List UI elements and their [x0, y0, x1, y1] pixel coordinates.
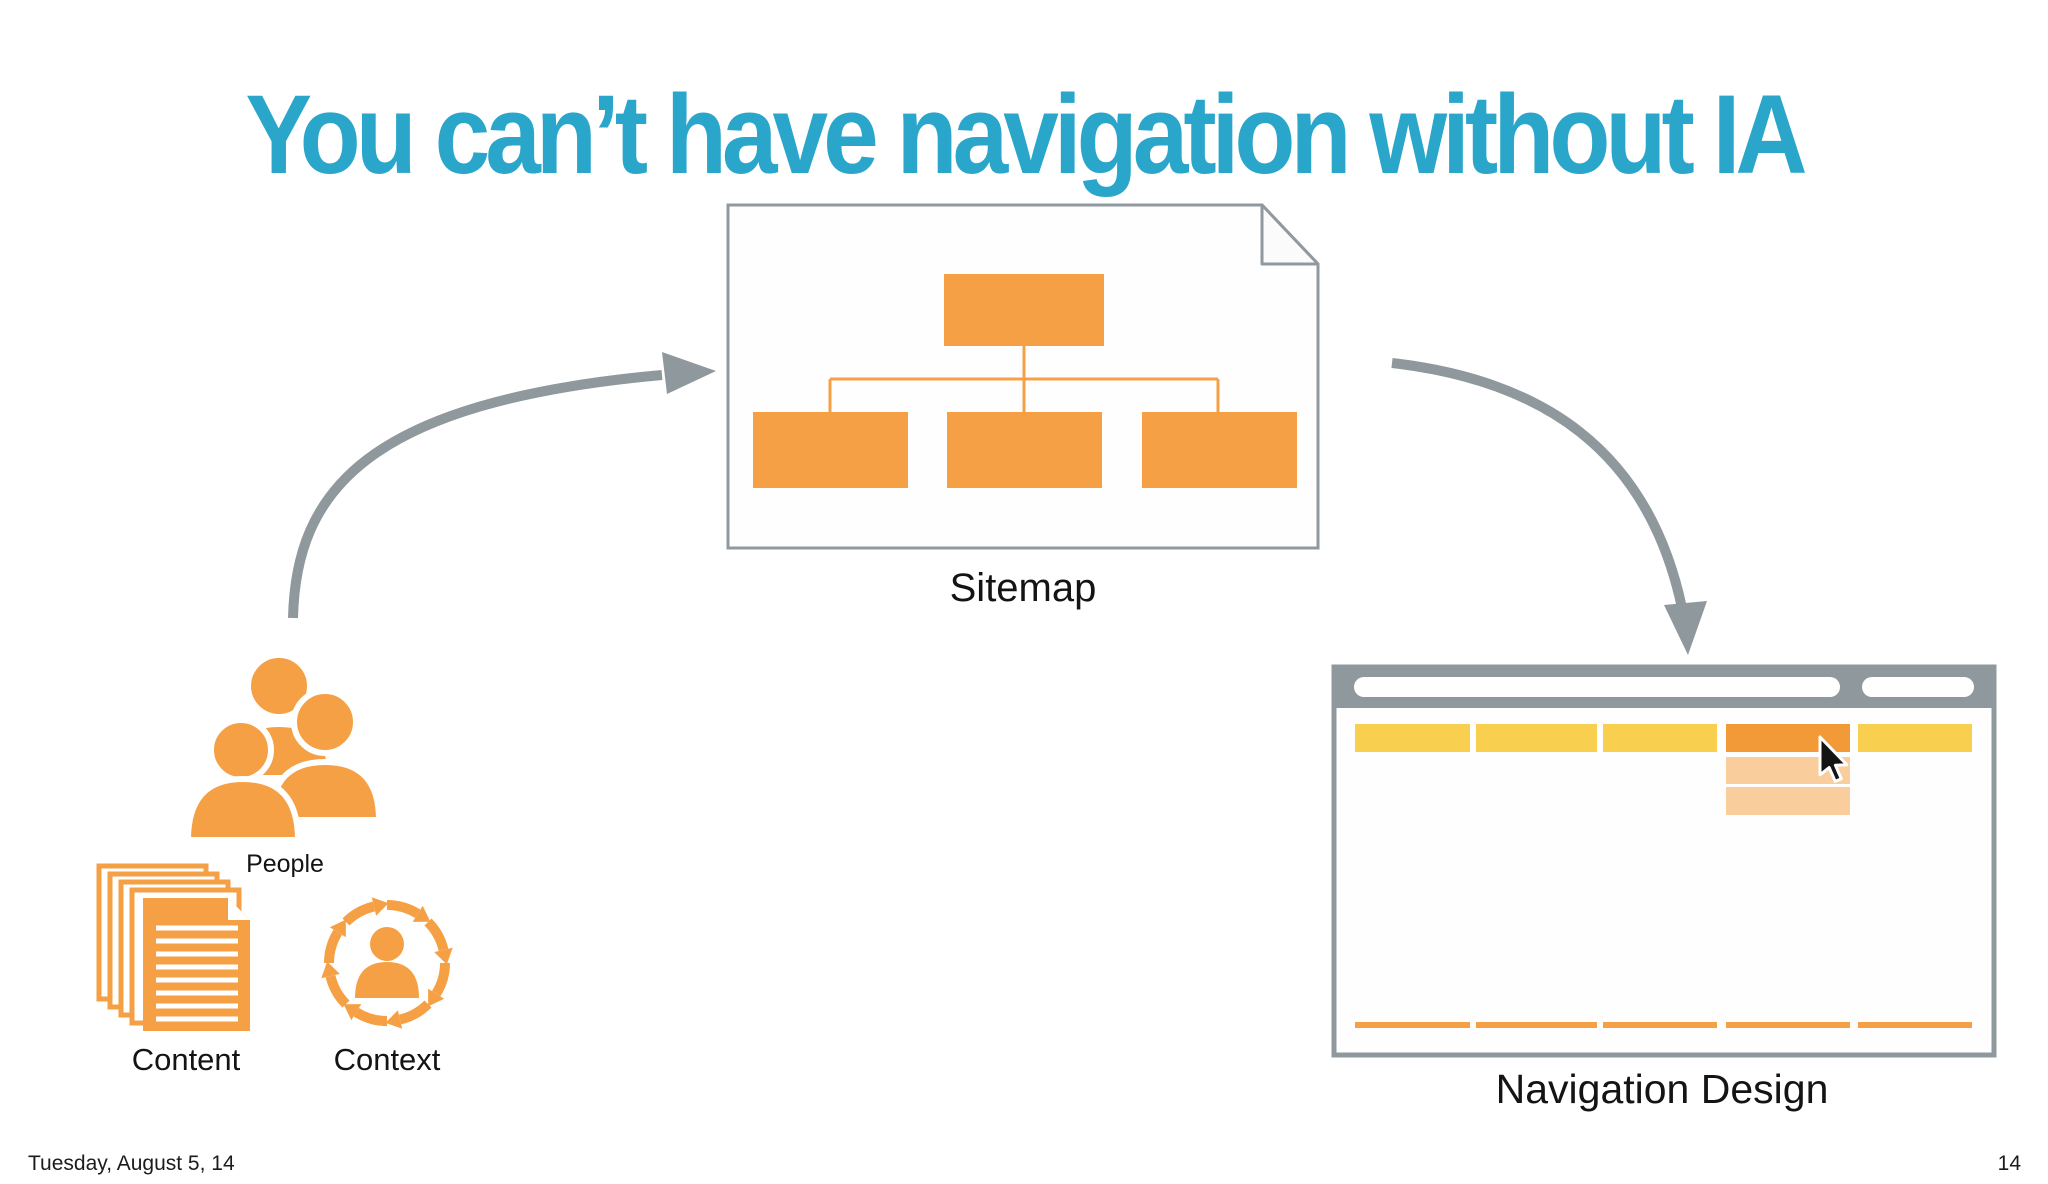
content-documents-icon	[96, 863, 250, 1031]
footer-page-number: 14	[1997, 1152, 2021, 1175]
arrowhead-down-icon	[1664, 601, 1707, 655]
mouse-cursor-icon	[1818, 735, 1849, 783]
arrow-sitemap-to-navigation	[1391, 358, 1707, 655]
nav-tab-1	[1355, 724, 1470, 752]
address-bar	[1354, 677, 1840, 697]
context-cycle-icon	[315, 891, 458, 1034]
content-label: Content	[131, 1042, 241, 1077]
arrow-people-to-sitemap	[288, 352, 716, 619]
secondary-bar	[1862, 677, 1974, 697]
navigation-design-label: Navigation Design	[1495, 1066, 1829, 1112]
page-fold-icon	[1260, 203, 1320, 266]
people-label: People	[246, 850, 324, 878]
sitemap-org-chart	[828, 346, 1220, 412]
arrowhead-right-icon	[662, 352, 716, 394]
nav-tab-3	[1603, 724, 1717, 752]
slide-title: You can’t have navigation without IA	[245, 72, 1807, 198]
sitemap-document	[726, 203, 1320, 550]
front-page-fold-icon	[228, 898, 250, 920]
people-icon	[184, 652, 383, 843]
browser-wireframe	[1331, 664, 1997, 1058]
dropdown-menu	[1726, 757, 1850, 815]
footer-date: Tuesday, August 5, 14	[28, 1152, 235, 1175]
sitemap-child-node-2	[947, 412, 1102, 488]
dropdown-item-2	[1726, 787, 1850, 815]
sitemap-child-node-1	[753, 412, 908, 488]
nav-tab-5	[1858, 724, 1972, 752]
nav-tab-bar	[1355, 724, 1972, 752]
document-text-lines	[156, 925, 238, 1022]
person-center	[355, 927, 419, 998]
nav-tab-2	[1476, 724, 1597, 752]
sitemap-child-node-3	[1142, 412, 1297, 488]
person-front	[184, 717, 302, 843]
sitemap-label: Sitemap	[949, 566, 1097, 610]
context-label: Context	[333, 1042, 441, 1077]
sitemap-root-node	[944, 274, 1104, 346]
